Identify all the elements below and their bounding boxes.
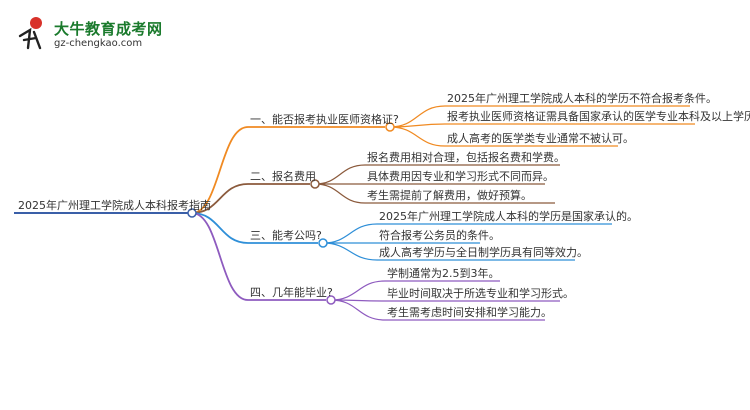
leaf-label-4-2: 毕业时间取决于所选专业和学习形式。 <box>387 287 574 300</box>
leaf-connector-4-3 <box>330 299 545 321</box>
branch-label-3: 三、能考公吗? <box>250 229 322 242</box>
site-title: 大牛教育成考网 <box>54 20 163 38</box>
leaf-connector-3-3 <box>322 242 575 261</box>
leaf-connector-1-2 <box>389 123 695 128</box>
branch-node-1 <box>385 122 395 132</box>
site-url: gz-chengkao.com <box>54 38 143 49</box>
leaf-label-1-3: 成人高考的医学类专业通常不被认可。 <box>447 132 634 145</box>
bull-logo-icon <box>18 17 42 50</box>
branch-label-1: 一、能否报考执业医师资格证? <box>250 113 399 126</box>
branch-connector-2 <box>191 183 249 214</box>
leaf-label-4-1: 学制通常为2.5到3年。 <box>387 267 500 280</box>
leaf-label-2-3: 考生需提前了解费用，做好预算。 <box>367 189 532 202</box>
leaf-connector-3-1 <box>322 223 612 244</box>
leaf-label-3-3: 成人高考学历与全日制学历具有同等效力。 <box>379 246 588 259</box>
leaf-connector-2-3 <box>314 183 555 204</box>
site-logo[interactable]: 大牛教育成考网 gz-chengkao.com <box>14 14 174 54</box>
branch-connector-3 <box>191 212 249 244</box>
leaf-label-1-2: 报考执业医师资格证需具备国家承认的医学专业本科及以上学历。 <box>447 110 750 123</box>
leaf-connector-4-1 <box>330 280 500 301</box>
leaf-label-1-1: 2025年广州理工学院成人本科的学历不符合报考条件。 <box>447 92 717 105</box>
leaf-connector-2-1 <box>314 164 560 185</box>
branch-connector-1 <box>191 126 249 214</box>
branch-label-2: 二、报名费用 <box>250 170 316 183</box>
leaf-label-3-1: 2025年广州理工学院成人本科的学历是国家承认的。 <box>379 210 638 223</box>
mindmap-root: 2025年广州理工学院成人本科报考指南 <box>18 199 211 212</box>
branch-node-2 <box>310 179 320 189</box>
leaf-label-2-2: 具体费用因专业和学习形式不同而异。 <box>367 170 554 183</box>
root-node <box>187 208 197 218</box>
branch-node-3 <box>318 238 328 248</box>
branch-label-4: 四、几年能毕业? <box>250 286 333 299</box>
leaf-connector-1-3 <box>389 126 618 147</box>
leaf-label-4-3: 考生需考虑时间安排和学习能力。 <box>387 306 552 319</box>
branch-node-4 <box>326 295 336 305</box>
leaf-label-2-1: 报名费用相对合理，包括报名费和学费。 <box>367 151 565 164</box>
leaf-connector-4-2 <box>330 299 560 302</box>
branch-connector-4 <box>191 212 249 301</box>
leaf-label-3-2: 符合报考公务员的条件。 <box>379 229 500 242</box>
